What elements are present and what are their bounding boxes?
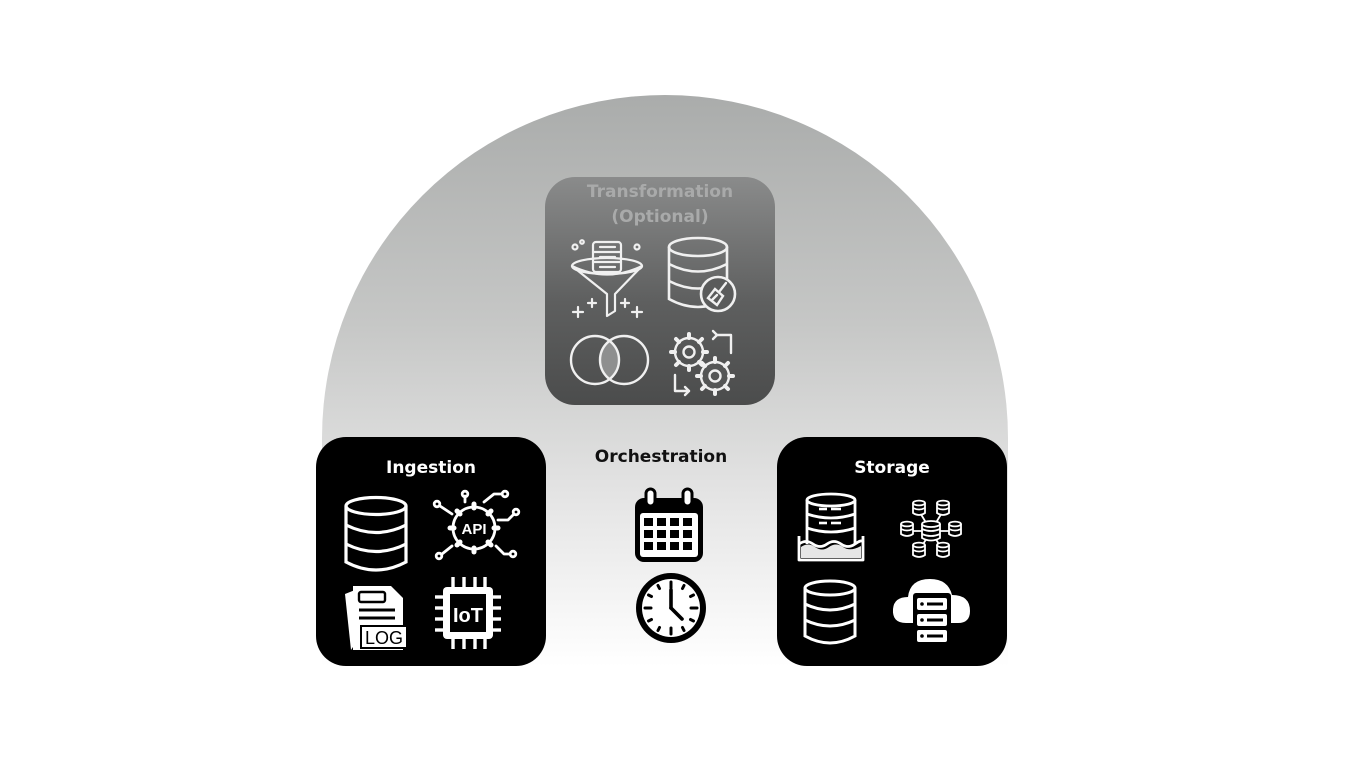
log-file-icon: LOG bbox=[345, 586, 408, 650]
ingestion-box: Ingestion API bbox=[316, 437, 546, 666]
transformation-title: Transformation (Optional) bbox=[545, 180, 775, 230]
gears-cycle-icon bbox=[669, 329, 735, 397]
calendar-icon bbox=[635, 487, 703, 562]
api-network-icon: API bbox=[432, 489, 521, 561]
cloud-server-icon bbox=[892, 579, 970, 647]
storage-box: Storage bbox=[777, 437, 1007, 666]
database-icon bbox=[344, 495, 408, 572]
data-lake-icon bbox=[797, 492, 865, 562]
transformation-box: Transformation (Optional) bbox=[545, 177, 775, 405]
ingestion-title: Ingestion bbox=[386, 458, 476, 478]
storage-title: Storage bbox=[854, 458, 930, 478]
iot-chip-icon: IoT bbox=[435, 577, 501, 649]
funnel-filter-icon bbox=[570, 239, 644, 319]
log-label: LOG bbox=[365, 628, 403, 648]
clock-icon bbox=[636, 573, 706, 643]
api-label: API bbox=[461, 521, 486, 538]
iot-label: IoT bbox=[453, 605, 483, 627]
database-icon bbox=[803, 579, 857, 645]
transformation-title-line1: Transformation bbox=[586, 182, 734, 202]
distributed-database-icon bbox=[900, 499, 962, 558]
transformation-title-line2: (Optional) bbox=[611, 207, 709, 227]
venn-overlap-icon bbox=[569, 334, 650, 386]
database-clean-icon bbox=[667, 236, 737, 313]
orchestration-title: Orchestration bbox=[594, 447, 728, 467]
